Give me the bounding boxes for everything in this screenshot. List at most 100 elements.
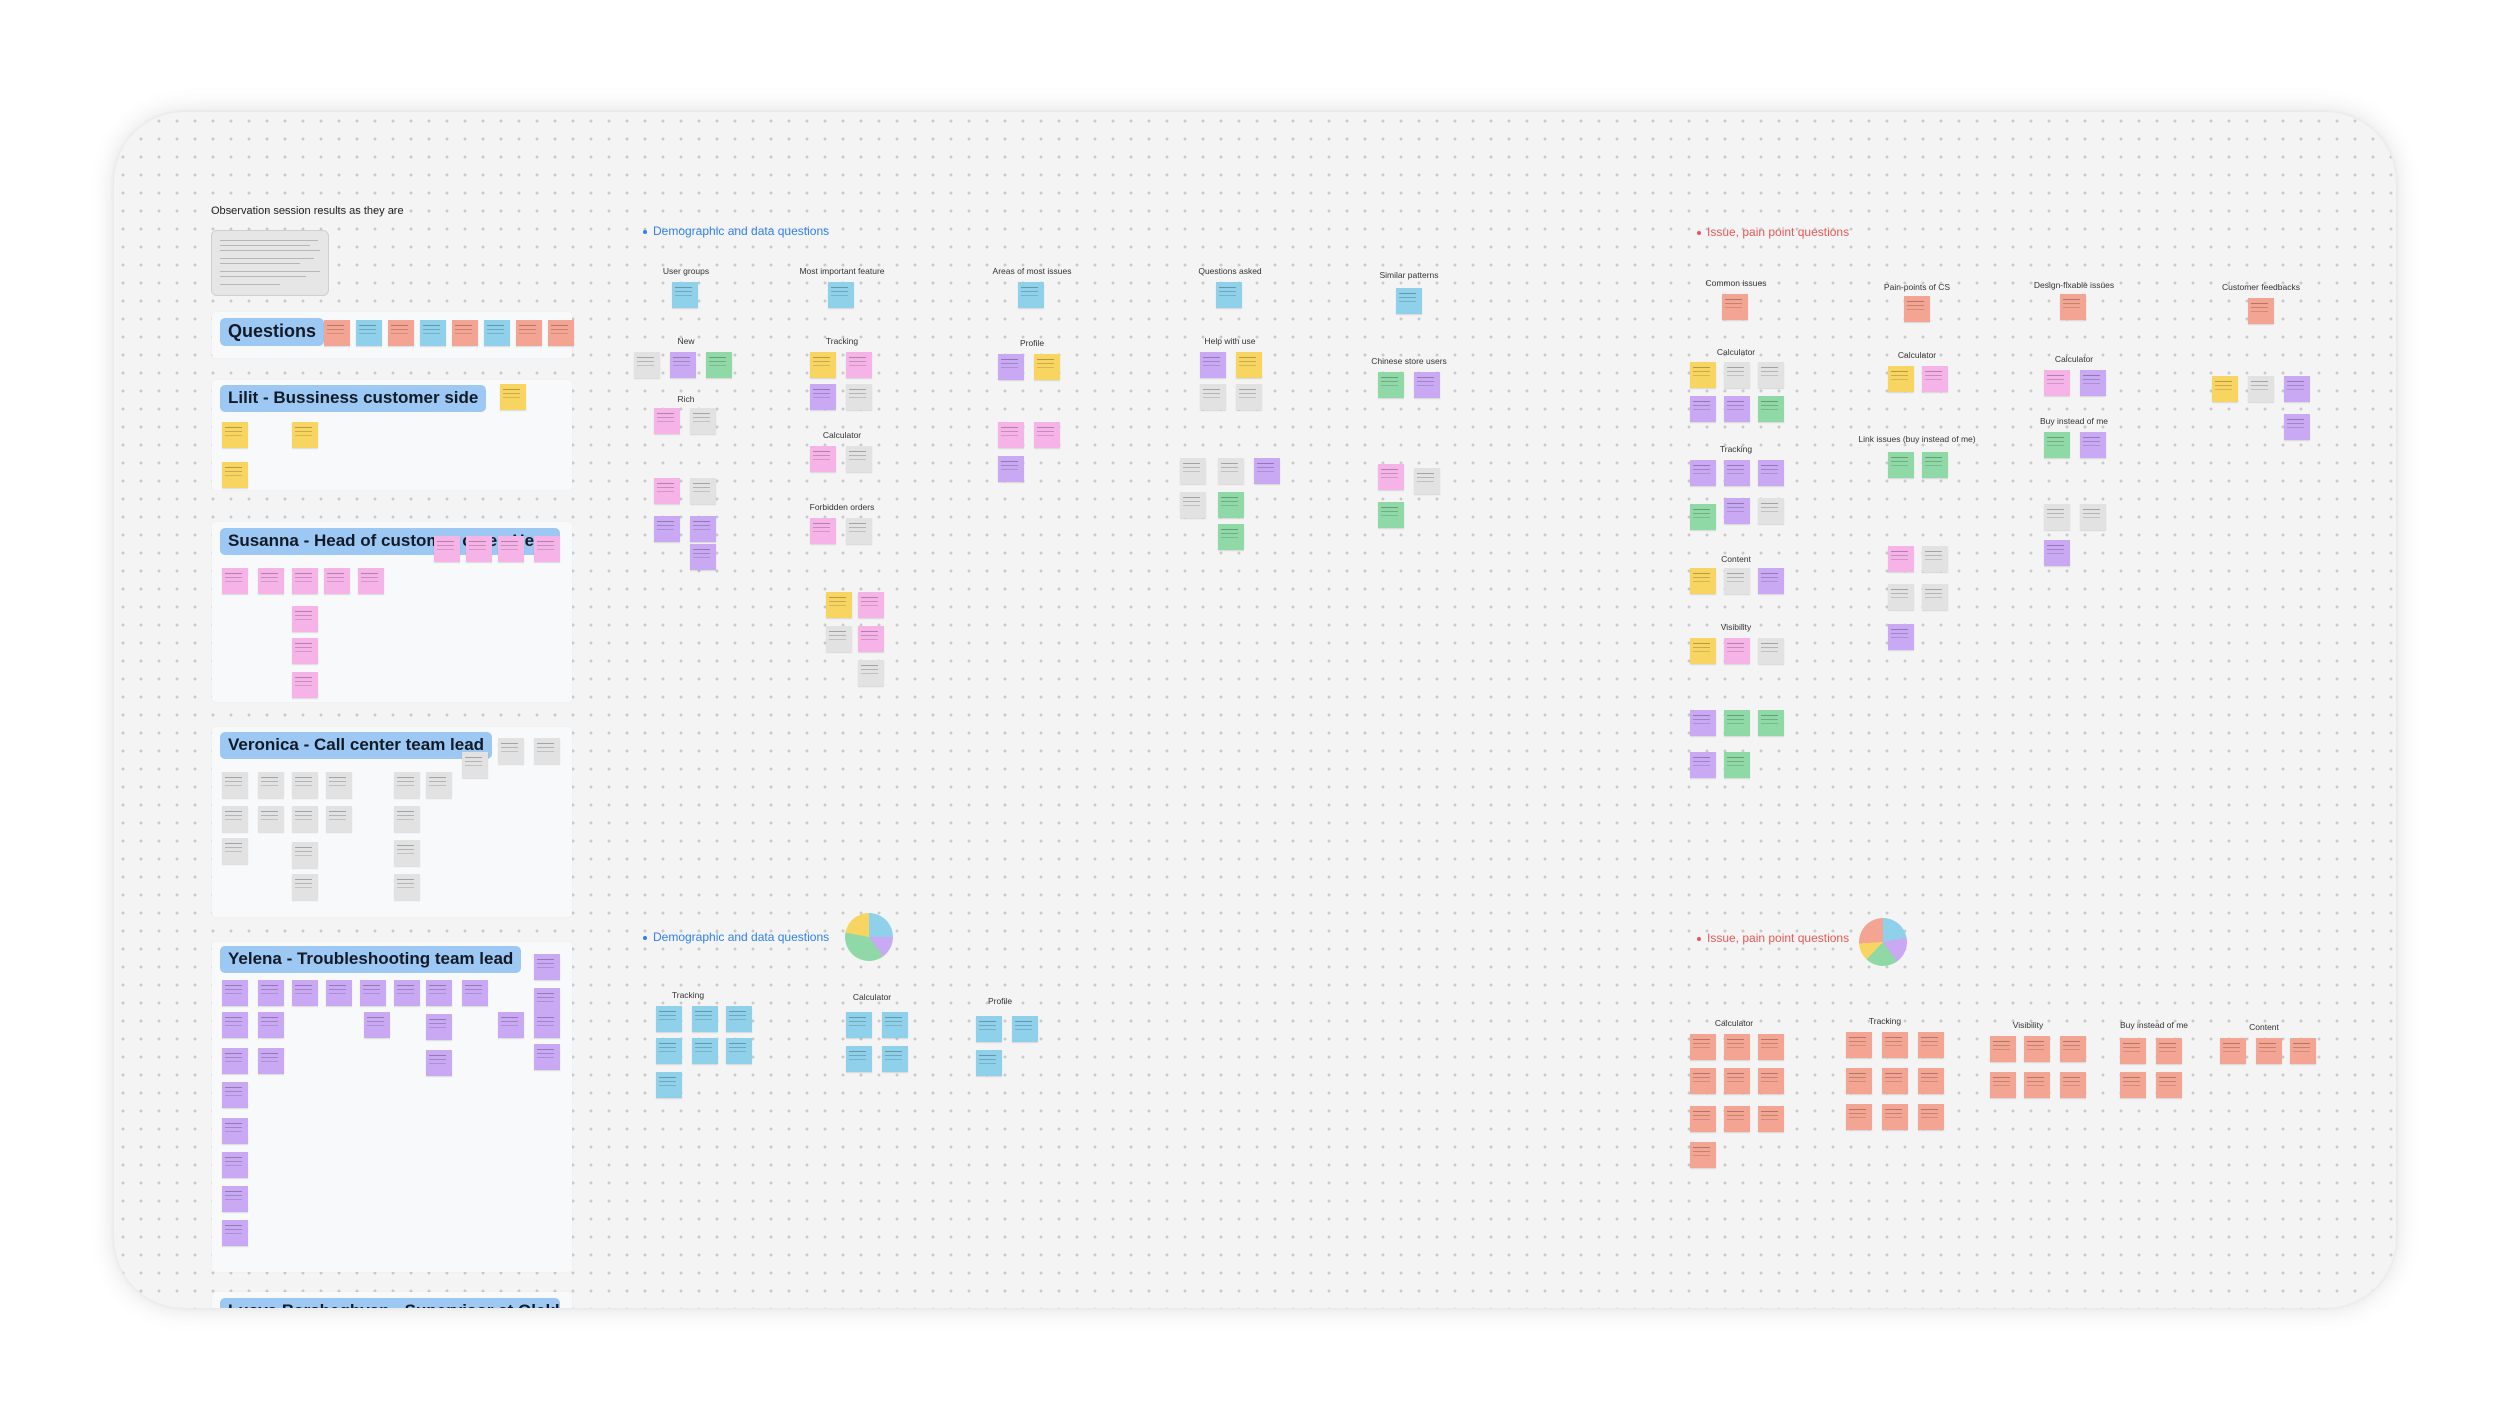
- sticky-note[interactable]: [656, 1072, 682, 1098]
- sticky-note[interactable]: [1218, 458, 1244, 484]
- sticky-note[interactable]: [1012, 1016, 1038, 1042]
- sticky-note[interactable]: [2060, 1072, 2086, 1098]
- sticky-note[interactable]: [326, 806, 352, 832]
- sticky-note[interactable]: [1758, 1068, 1784, 1094]
- sticky-note[interactable]: [258, 772, 284, 798]
- sticky-note[interactable]: [858, 660, 884, 686]
- sticky-note[interactable]: [2080, 432, 2106, 458]
- sticky-note[interactable]: [2044, 504, 2070, 530]
- sticky-note[interactable]: [394, 980, 420, 1006]
- sticky-note[interactable]: [1888, 546, 1914, 572]
- sticky-note[interactable]: [2044, 432, 2070, 458]
- sticky-note[interactable]: [1888, 366, 1914, 392]
- sticky-note[interactable]: [292, 772, 318, 798]
- sticky-note[interactable]: [2284, 414, 2310, 440]
- sticky-note[interactable]: [1758, 396, 1784, 422]
- sticky-note[interactable]: [1018, 282, 1044, 308]
- sticky-note[interactable]: [2212, 376, 2238, 402]
- sticky-note[interactable]: [462, 980, 488, 1006]
- sticky-note[interactable]: [1918, 1104, 1944, 1130]
- sticky-note[interactable]: [222, 1048, 248, 1074]
- section-demographic-top[interactable]: Demographic and data questions: [643, 224, 829, 238]
- sticky-note[interactable]: [1724, 362, 1750, 388]
- sticky-note[interactable]: [364, 1012, 390, 1038]
- sticky-note[interactable]: [222, 1220, 248, 1246]
- sticky-note[interactable]: [1690, 504, 1716, 530]
- sticky-note[interactable]: [654, 478, 680, 504]
- sticky-note[interactable]: [420, 320, 446, 346]
- sticky-note[interactable]: [846, 352, 872, 378]
- sticky-note[interactable]: [2120, 1038, 2146, 1064]
- sticky-note[interactable]: [222, 1186, 248, 1212]
- sticky-note[interactable]: [292, 568, 318, 594]
- sticky-note[interactable]: [222, 422, 248, 448]
- sticky-note[interactable]: [426, 772, 452, 798]
- sticky-note[interactable]: [1218, 524, 1244, 550]
- issue-summary-pie[interactable]: [1859, 918, 1907, 966]
- sticky-note[interactable]: [1236, 352, 1262, 378]
- sticky-note[interactable]: [2044, 540, 2070, 566]
- sticky-note[interactable]: [222, 1118, 248, 1144]
- document-thumbnail[interactable]: [211, 230, 329, 296]
- sticky-note[interactable]: [1034, 422, 1060, 448]
- sticky-note[interactable]: [1414, 372, 1440, 398]
- sticky-note[interactable]: [2044, 370, 2070, 396]
- sticky-note[interactable]: [1254, 458, 1280, 484]
- sticky-note[interactable]: [828, 282, 854, 308]
- sticky-note[interactable]: [292, 672, 318, 698]
- sticky-note[interactable]: [466, 536, 492, 562]
- sticky-note[interactable]: [2156, 1072, 2182, 1098]
- sticky-note[interactable]: [1904, 296, 1930, 322]
- sticky-note[interactable]: [656, 1006, 682, 1032]
- sticky-note[interactable]: [846, 384, 872, 410]
- sticky-note[interactable]: [1378, 372, 1404, 398]
- sticky-note[interactable]: [222, 980, 248, 1006]
- sticky-note[interactable]: [1758, 460, 1784, 486]
- demographic-summary-pie[interactable]: [845, 913, 893, 961]
- sticky-note[interactable]: [1724, 460, 1750, 486]
- section-issue-bottom[interactable]: Issue, pain point questions: [1697, 931, 1849, 945]
- sticky-note[interactable]: [2284, 376, 2310, 402]
- sticky-note[interactable]: [394, 840, 420, 866]
- sticky-note[interactable]: [656, 1038, 682, 1064]
- sticky-note[interactable]: [1758, 710, 1784, 736]
- sticky-note[interactable]: [1758, 1106, 1784, 1132]
- sticky-note[interactable]: [326, 980, 352, 1006]
- sticky-note[interactable]: [1690, 396, 1716, 422]
- sticky-note[interactable]: [258, 1012, 284, 1038]
- sticky-note[interactable]: [846, 518, 872, 544]
- sticky-note[interactable]: [426, 1050, 452, 1076]
- sticky-note[interactable]: [292, 806, 318, 832]
- sticky-note[interactable]: [426, 980, 452, 1006]
- sticky-note[interactable]: [690, 408, 716, 434]
- sticky-note[interactable]: [1690, 1068, 1716, 1094]
- sticky-note[interactable]: [1034, 354, 1060, 380]
- sticky-note[interactable]: [2248, 298, 2274, 324]
- sticky-note[interactable]: [498, 536, 524, 562]
- sticky-note[interactable]: [222, 1012, 248, 1038]
- sticky-note[interactable]: [394, 874, 420, 900]
- sticky-note[interactable]: [1846, 1068, 1872, 1094]
- sticky-note[interactable]: [326, 772, 352, 798]
- sticky-note[interactable]: [1888, 452, 1914, 478]
- sticky-note[interactable]: [846, 1012, 872, 1038]
- sticky-note[interactable]: [484, 320, 510, 346]
- sticky-note[interactable]: [1724, 1034, 1750, 1060]
- next-person-tag[interactable]: Lusya Barsheghyan - Supervisor at Olekl.…: [220, 1298, 560, 1308]
- sticky-note[interactable]: [258, 806, 284, 832]
- sticky-note[interactable]: [222, 806, 248, 832]
- sticky-note[interactable]: [1888, 624, 1914, 650]
- sticky-note[interactable]: [882, 1046, 908, 1072]
- sticky-note[interactable]: [2080, 504, 2106, 530]
- sticky-note[interactable]: [1218, 492, 1244, 518]
- sticky-note[interactable]: [258, 980, 284, 1006]
- sticky-note[interactable]: [222, 462, 248, 488]
- sticky-note[interactable]: [810, 352, 836, 378]
- sticky-note[interactable]: [846, 1046, 872, 1072]
- sticky-note[interactable]: [358, 568, 384, 594]
- sticky-note[interactable]: [534, 536, 560, 562]
- sticky-note[interactable]: [846, 446, 872, 472]
- sticky-note[interactable]: [1758, 568, 1784, 594]
- sticky-note[interactable]: [1758, 498, 1784, 524]
- sticky-note[interactable]: [1888, 584, 1914, 610]
